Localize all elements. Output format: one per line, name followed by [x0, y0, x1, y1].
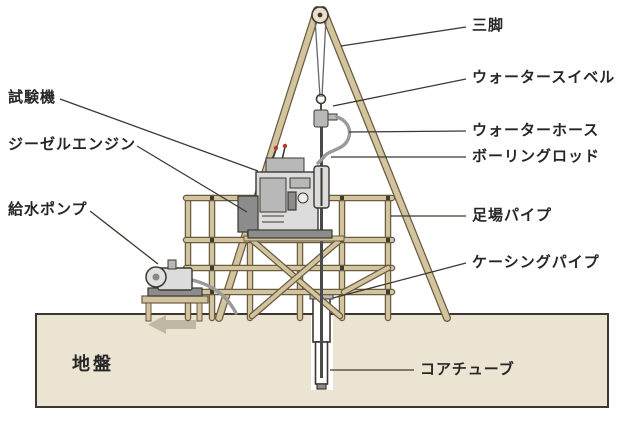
label-water-pump: 給水ポンプ	[8, 200, 88, 218]
water-pump	[141, 259, 238, 322]
leader-lines	[59, 26, 467, 371]
flow-arrow	[148, 315, 196, 334]
label-diesel-engine: ジーゼルエンジン	[8, 135, 137, 153]
water-hose	[316, 115, 352, 165]
leader-diesel-engine	[136, 145, 248, 213]
label-ground: 地盤	[72, 354, 114, 375]
label-boring-rod: ボーリングロッド	[472, 147, 601, 165]
leader-water-pump	[89, 210, 159, 265]
drill-machine	[237, 143, 319, 233]
leader-test-machine	[59, 98, 259, 172]
leader-water-hose	[348, 130, 467, 133]
label-scaffold-pipe: 足場パイプ	[472, 206, 553, 224]
diesel-engine-unit	[237, 195, 259, 233]
label-casing-pipe: ケーシングパイプ	[472, 253, 600, 271]
label-tripod: 三脚	[472, 16, 505, 34]
pulley	[311, 6, 329, 24]
leader-tripod	[340, 26, 467, 47]
machine-base	[247, 229, 333, 239]
hoist-rope	[314, 17, 327, 98]
label-water-hose: ウォーターホース	[472, 121, 600, 139]
chuck-guide	[313, 165, 330, 209]
label-test-machine: 試験機	[8, 88, 57, 106]
leader-water-swivel	[332, 78, 467, 107]
label-core-tube: コアチューブ	[420, 360, 515, 378]
pump-hose	[190, 278, 238, 315]
label-water-swivel: ウォータースイベル	[472, 68, 616, 86]
water-swivel	[313, 93, 338, 128]
leader-casing-pipe	[332, 262, 467, 299]
